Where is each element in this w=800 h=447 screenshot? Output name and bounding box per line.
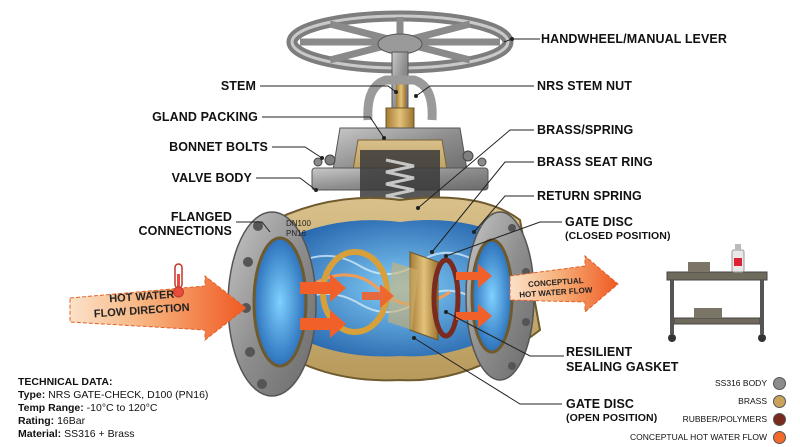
outlet-flow-arrow: [509, 254, 619, 314]
tech-row-material: Material: SS316 + Brass: [18, 428, 135, 440]
leader-lines: [236, 38, 564, 405]
cart-icon: [666, 262, 768, 342]
label-brass-spring: BRASS/SPRING: [537, 123, 634, 137]
label-gate-disc-closed: GATE DISC: [565, 215, 634, 229]
tech-row-temp: Temp Range: -10°C to 120°C: [18, 402, 158, 414]
label-handwheel: HANDWHEEL/MANUAL LEVER: [541, 32, 727, 46]
legend-swatch: [773, 430, 786, 444]
legend-swatch: [773, 376, 786, 390]
outlet-flow-label-1: CONCEPTUAL: [528, 276, 584, 289]
label-gate-disc-open-sub: (OPEN POSITION): [566, 412, 658, 424]
label-resilient-1: RESILIENT: [566, 345, 633, 359]
inlet-flange: DN100 PN16: [227, 211, 317, 397]
legend-item: CONCEPTUAL HOT WATER FLOW: [586, 428, 786, 446]
legend-swatch: [773, 412, 786, 426]
legend-item: BRASS: [586, 392, 786, 410]
legend-item: SS316 BODY: [586, 374, 786, 392]
inlet-flow-label-1: HOT WATER: [109, 289, 175, 306]
label-flanged-2: CONNECTIONS: [138, 224, 232, 238]
tech-row-rating: Rating: 16Bar: [18, 415, 86, 427]
label-gland-packing: GLAND PACKING: [152, 110, 258, 124]
bottle-icon: [731, 244, 745, 273]
stem-assembly: [363, 51, 437, 131]
label-resilient-2: SEALING GASKET: [566, 360, 679, 374]
thermometer-icon: [173, 263, 184, 298]
inlet-flow-arrow: [69, 274, 247, 342]
label-brass-seat-ring: BRASS SEAT RING: [537, 155, 653, 169]
material-legend: SS316 BODY BRASS RUBBER/POLYMERS CONCEPT…: [586, 374, 786, 446]
flange-marking-dn: DN100: [286, 219, 311, 228]
label-return-spring: RETURN SPRING: [537, 189, 642, 203]
internal-flow-arrows: [300, 264, 492, 338]
label-gate-disc-closed-sub: (CLOSED POSITION): [565, 230, 671, 242]
label-stem: STEM: [220, 79, 256, 93]
label-gate-disc-open: GATE DISC: [566, 397, 635, 411]
label-nrs-stem-nut: NRS STEM NUT: [537, 79, 632, 93]
label-valve-body: VALVE BODY: [171, 171, 252, 185]
technical-data: TECHNICAL DATA: Type: NRS GATE-CHECK, D1…: [18, 376, 208, 441]
legend-item: RUBBER/POLYMERS: [586, 410, 786, 428]
legend-swatch: [773, 394, 786, 408]
tech-row-type: Type: NRS GATE-CHECK, D100 (PN16): [18, 389, 209, 401]
leader-dots: [314, 37, 514, 340]
technical-title: TECHNICAL DATA:: [18, 376, 113, 388]
label-bonnet-bolts: BONNET BOLTS: [169, 140, 268, 154]
label-flanged-1: FLANGED: [170, 210, 232, 224]
flange-marking-pn: PN16: [286, 229, 307, 238]
